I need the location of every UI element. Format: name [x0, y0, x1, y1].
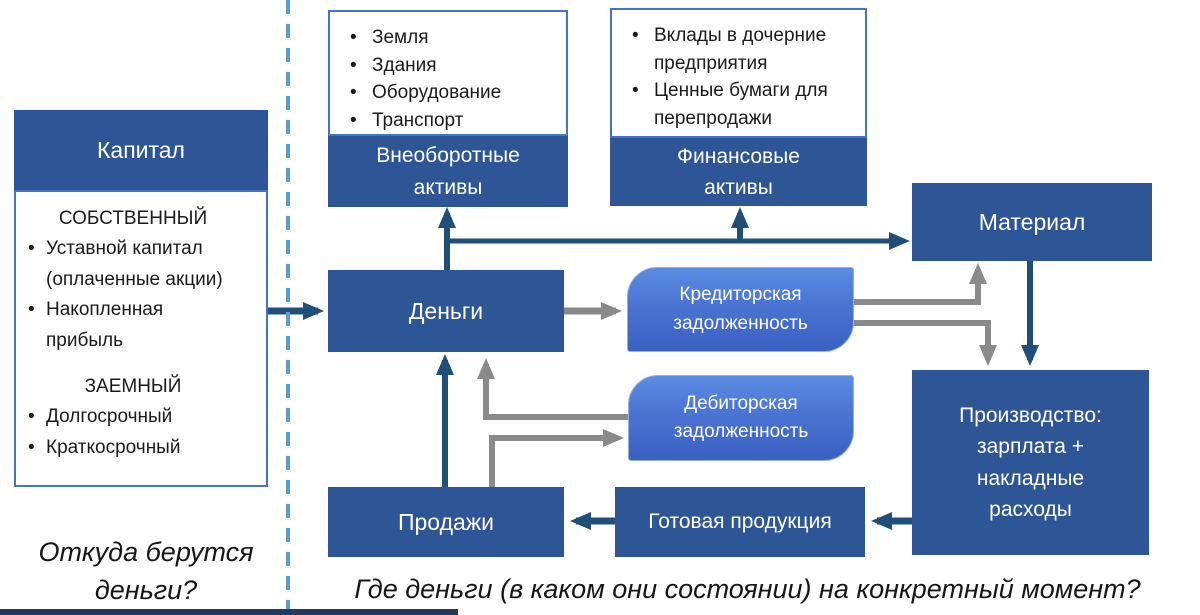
money-node: Деньги: [328, 270, 564, 352]
finished-goods-node: Готовая продукция: [615, 487, 865, 557]
arrow-creditor-to-material: [850, 263, 987, 305]
list-item: Оборудование: [338, 79, 558, 107]
noncurrent-assets-list-box: Земля Здания Оборудование Транспорт: [328, 10, 568, 136]
financial-assets-list-box: Вклады в дочерние предприятия Ценные бум…: [610, 8, 867, 138]
sales-node: Продажи: [328, 487, 564, 557]
dashed-divider-line: [286, 0, 290, 612]
financial-assets-label: Финансовые активы: [677, 144, 800, 200]
list-item: Земля: [338, 24, 558, 52]
borrowed-capital-heading: ЗАЕМНЫЙ: [84, 375, 182, 397]
arrow-creditor-to-production: [850, 320, 997, 366]
money-label: Деньги: [408, 297, 484, 324]
creditor-debt-label: Кредиторская задолженность: [673, 284, 808, 334]
borrowed-capital-list: Долгосрочный Краткосрочный: [26, 402, 240, 463]
arrow-debtor-to-money: [477, 358, 630, 420]
debtor-debt-label: Дебиторская задолженность: [673, 392, 809, 443]
list-item: Накопленная прибыль: [26, 295, 240, 356]
list-item: Долгосрочный: [26, 402, 240, 433]
financial-assets-list: Вклады в дочерние предприятия Ценные бум…: [620, 22, 857, 132]
noncurrent-assets-list: Земля Здания Оборудование Транспорт: [338, 24, 558, 134]
financial-assets-label-box: Финансовые активы: [610, 138, 867, 206]
debtor-debt-node: Дебиторская задолженность: [628, 375, 854, 461]
bottom-edge-strip: [0, 609, 458, 615]
noncurrent-assets-label-box: Внеоборотные активы: [328, 136, 568, 207]
production-node: Производство: зарплата + накладные расхо…: [912, 370, 1149, 555]
list-item: Ценные бумаги для перепродажи: [620, 77, 857, 132]
capital-body-box: СОБСТВЕННЫЙ Уставной капитал (оплаченные…: [14, 190, 268, 487]
own-capital-heading: СОБСТВЕННЫЙ: [58, 208, 208, 229]
creditor-debt-node: Кредиторская задолженность: [627, 267, 854, 352]
finished-goods-label: Готовая продукция: [648, 510, 832, 534]
sales-label: Продажи: [397, 508, 495, 535]
own-capital-list: Уставной капитал (оплаченные акции) Нако…: [26, 234, 240, 356]
capital-header-box: Капитал: [14, 110, 268, 190]
list-item: Краткосрочный: [26, 433, 240, 464]
production-label: Производство: зарплата + накладные расхо…: [959, 403, 1102, 522]
material-node: Материал: [912, 183, 1152, 261]
list-item: Здания: [338, 52, 558, 80]
material-label: Материал: [978, 208, 1086, 235]
caption-where-money-now: Где деньги (в каком они состоянии) на ко…: [354, 574, 1141, 604]
list-item: Вклады в дочерние предприятия: [620, 22, 857, 77]
arrow-sales-to-debtor: [489, 429, 624, 490]
capital-title: Капитал: [97, 136, 185, 163]
list-item: Транспорт: [338, 107, 558, 135]
noncurrent-assets-label: Внеоборотные активы: [376, 144, 520, 199]
list-item: Уставной капитал (оплаченные акции): [26, 234, 240, 295]
caption-where-money-from: Откуда берутся деньги?: [38, 537, 254, 605]
